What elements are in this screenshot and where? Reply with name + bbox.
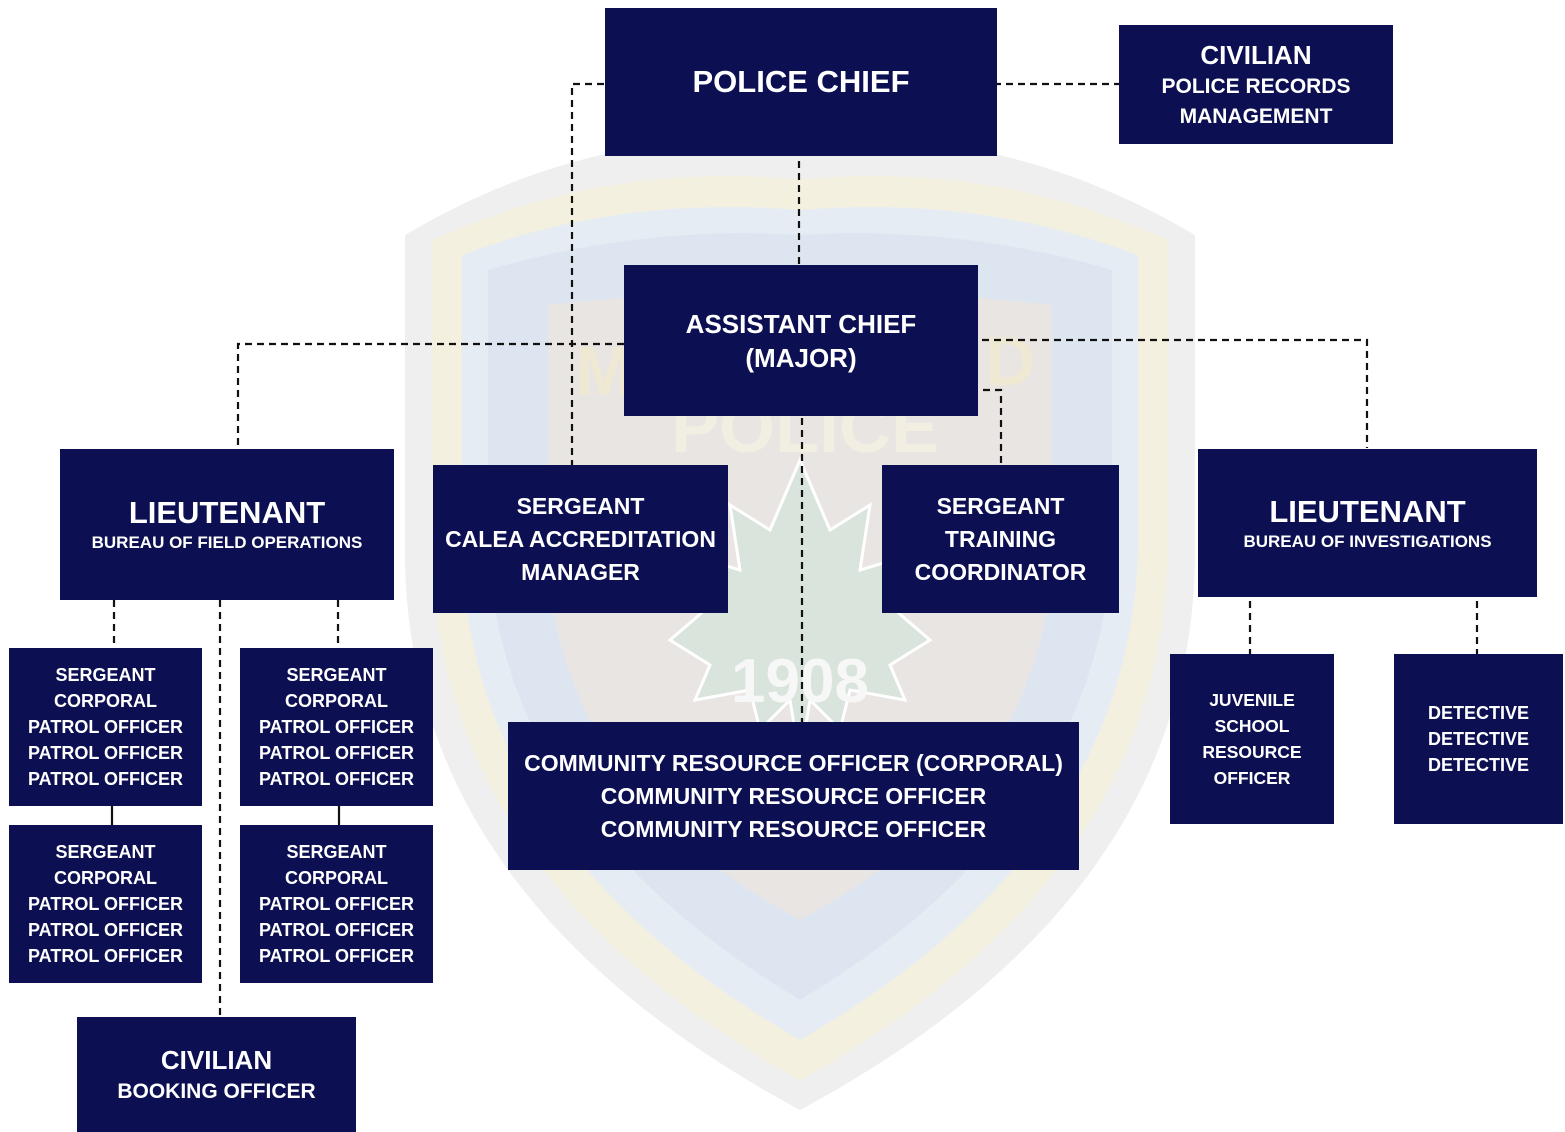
squad-2-line-1: SERGEANT [286,665,387,685]
squad-1-line-4: PATROL OFFICER [28,743,183,763]
connector-assistant-lt-invest [958,338,1369,448]
calea-manager-box: SERGEANT CALEA ACCREDITATION MANAGER [433,465,728,613]
lt-investigations-title: LIEUTENANT [1269,493,1466,529]
squad-2-line-4: PATROL OFFICER [259,743,414,763]
squad-3-line-5: PATROL OFFICER [28,946,183,966]
lt-field-ops-subtitle: BUREAU OF FIELD OPERATIONS [91,533,363,552]
lt-field-ops-box: LIEUTENANT BUREAU OF FIELD OPERATIONS [60,449,394,600]
lt-investigations-subtitle: BUREAU OF INVESTIGATIONS [1243,531,1492,551]
records-role: CIVILIAN [1200,39,1312,70]
training-coordinator-box: SERGEANT TRAINING COORDINATOR [882,465,1119,613]
squad-box-1: SERGEANT CORPORAL PATROL OFFICER PATROL … [9,648,202,806]
squad-3-line-3: PATROL OFFICER [28,894,183,914]
squad-1-line-1: SERGEANT [55,665,156,685]
juvenile-line-3: RESOURCE [1202,742,1302,762]
squad-4-line-3: PATROL OFFICER [259,894,414,914]
lt-investigations-box: LIEUTENANT BUREAU OF INVESTIGATIONS [1198,449,1537,597]
juvenile-officer-box: JUVENILE SCHOOL RESOURCE OFFICER [1170,654,1334,824]
squad-box-2: SERGEANT CORPORAL PATROL OFFICER PATROL … [240,648,433,806]
training-line-3: COORDINATOR [914,558,1087,585]
calea-line-2: CALEA ACCREDITATION [445,525,716,552]
community-line-1: COMMUNITY RESOURCE OFFICER (CORPORAL) [524,749,1063,776]
records-line-1: POLICE RECORDS [1161,74,1351,98]
community-line-3: COMMUNITY RESOURCE OFFICER [600,815,987,842]
records-line-2: MANAGEMENT [1179,104,1333,128]
community-resource-box: COMMUNITY RESOURCE OFFICER (CORPORAL) CO… [508,722,1079,870]
police-chief-title: POLICE CHIEF [692,64,910,99]
squad-4-line-4: PATROL OFFICER [259,920,414,940]
detective-line-2: DETECTIVE [1427,729,1529,749]
police-chief-box: POLICE CHIEF [605,8,997,156]
booking-role: CIVILIAN [160,1044,273,1075]
crest-text-right: D [985,322,1036,400]
squad-3-line-2: CORPORAL [54,868,157,888]
assistant-chief-line-1: ASSISTANT CHIEF [685,308,917,339]
booking-title: BOOKING OFFICER [117,1079,316,1103]
juvenile-line-4: OFFICER [1213,768,1291,788]
detectives-box: DETECTIVE DETECTIVE DETECTIVE [1394,654,1563,824]
detective-line-3: DETECTIVE [1427,755,1529,775]
squad-1-line-5: PATROL OFFICER [28,769,183,789]
connector-assistant-lt-field [236,342,648,448]
juvenile-line-1: JUVENILE [1209,690,1295,710]
squad-2-line-3: PATROL OFFICER [259,717,414,737]
training-line-1: SERGEANT [936,492,1065,519]
detective-line-1: DETECTIVE [1427,703,1529,723]
squad-3-line-1: SERGEANT [55,842,156,862]
crest-year: 1908 [731,647,869,716]
calea-line-3: MANAGER [521,558,640,585]
squad-4-line-1: SERGEANT [286,842,387,862]
squad-3-line-4: PATROL OFFICER [28,920,183,940]
records-box: CIVILIAN POLICE RECORDS MANAGEMENT [1119,25,1393,144]
juvenile-line-2: SCHOOL [1214,716,1290,736]
assistant-chief-box: ASSISTANT CHIEF (MAJOR) [624,265,978,416]
squad-box-3: SERGEANT CORPORAL PATROL OFFICER PATROL … [9,825,202,983]
lt-field-ops-title: LIEUTENANT [128,495,326,530]
squad-box-4: SERGEANT CORPORAL PATROL OFFICER PATROL … [240,825,433,983]
connector-assistant-training [935,388,1003,465]
squad-2-line-5: PATROL OFFICER [259,769,414,789]
training-line-2: TRAINING [944,525,1057,552]
community-line-2: COMMUNITY RESOURCE OFFICER [600,782,987,809]
booking-officer-box: CIVILIAN BOOKING OFFICER [77,1017,356,1132]
squad-4-line-5: PATROL OFFICER [259,946,414,966]
assistant-chief-line-2: (MAJOR) [745,342,857,373]
squad-1-line-3: PATROL OFFICER [28,717,183,737]
squad-1-line-2: CORPORAL [54,691,157,711]
squad-4-line-2: CORPORAL [285,868,388,888]
squad-2-line-2: CORPORAL [285,691,388,711]
calea-line-1: SERGEANT [516,492,645,519]
